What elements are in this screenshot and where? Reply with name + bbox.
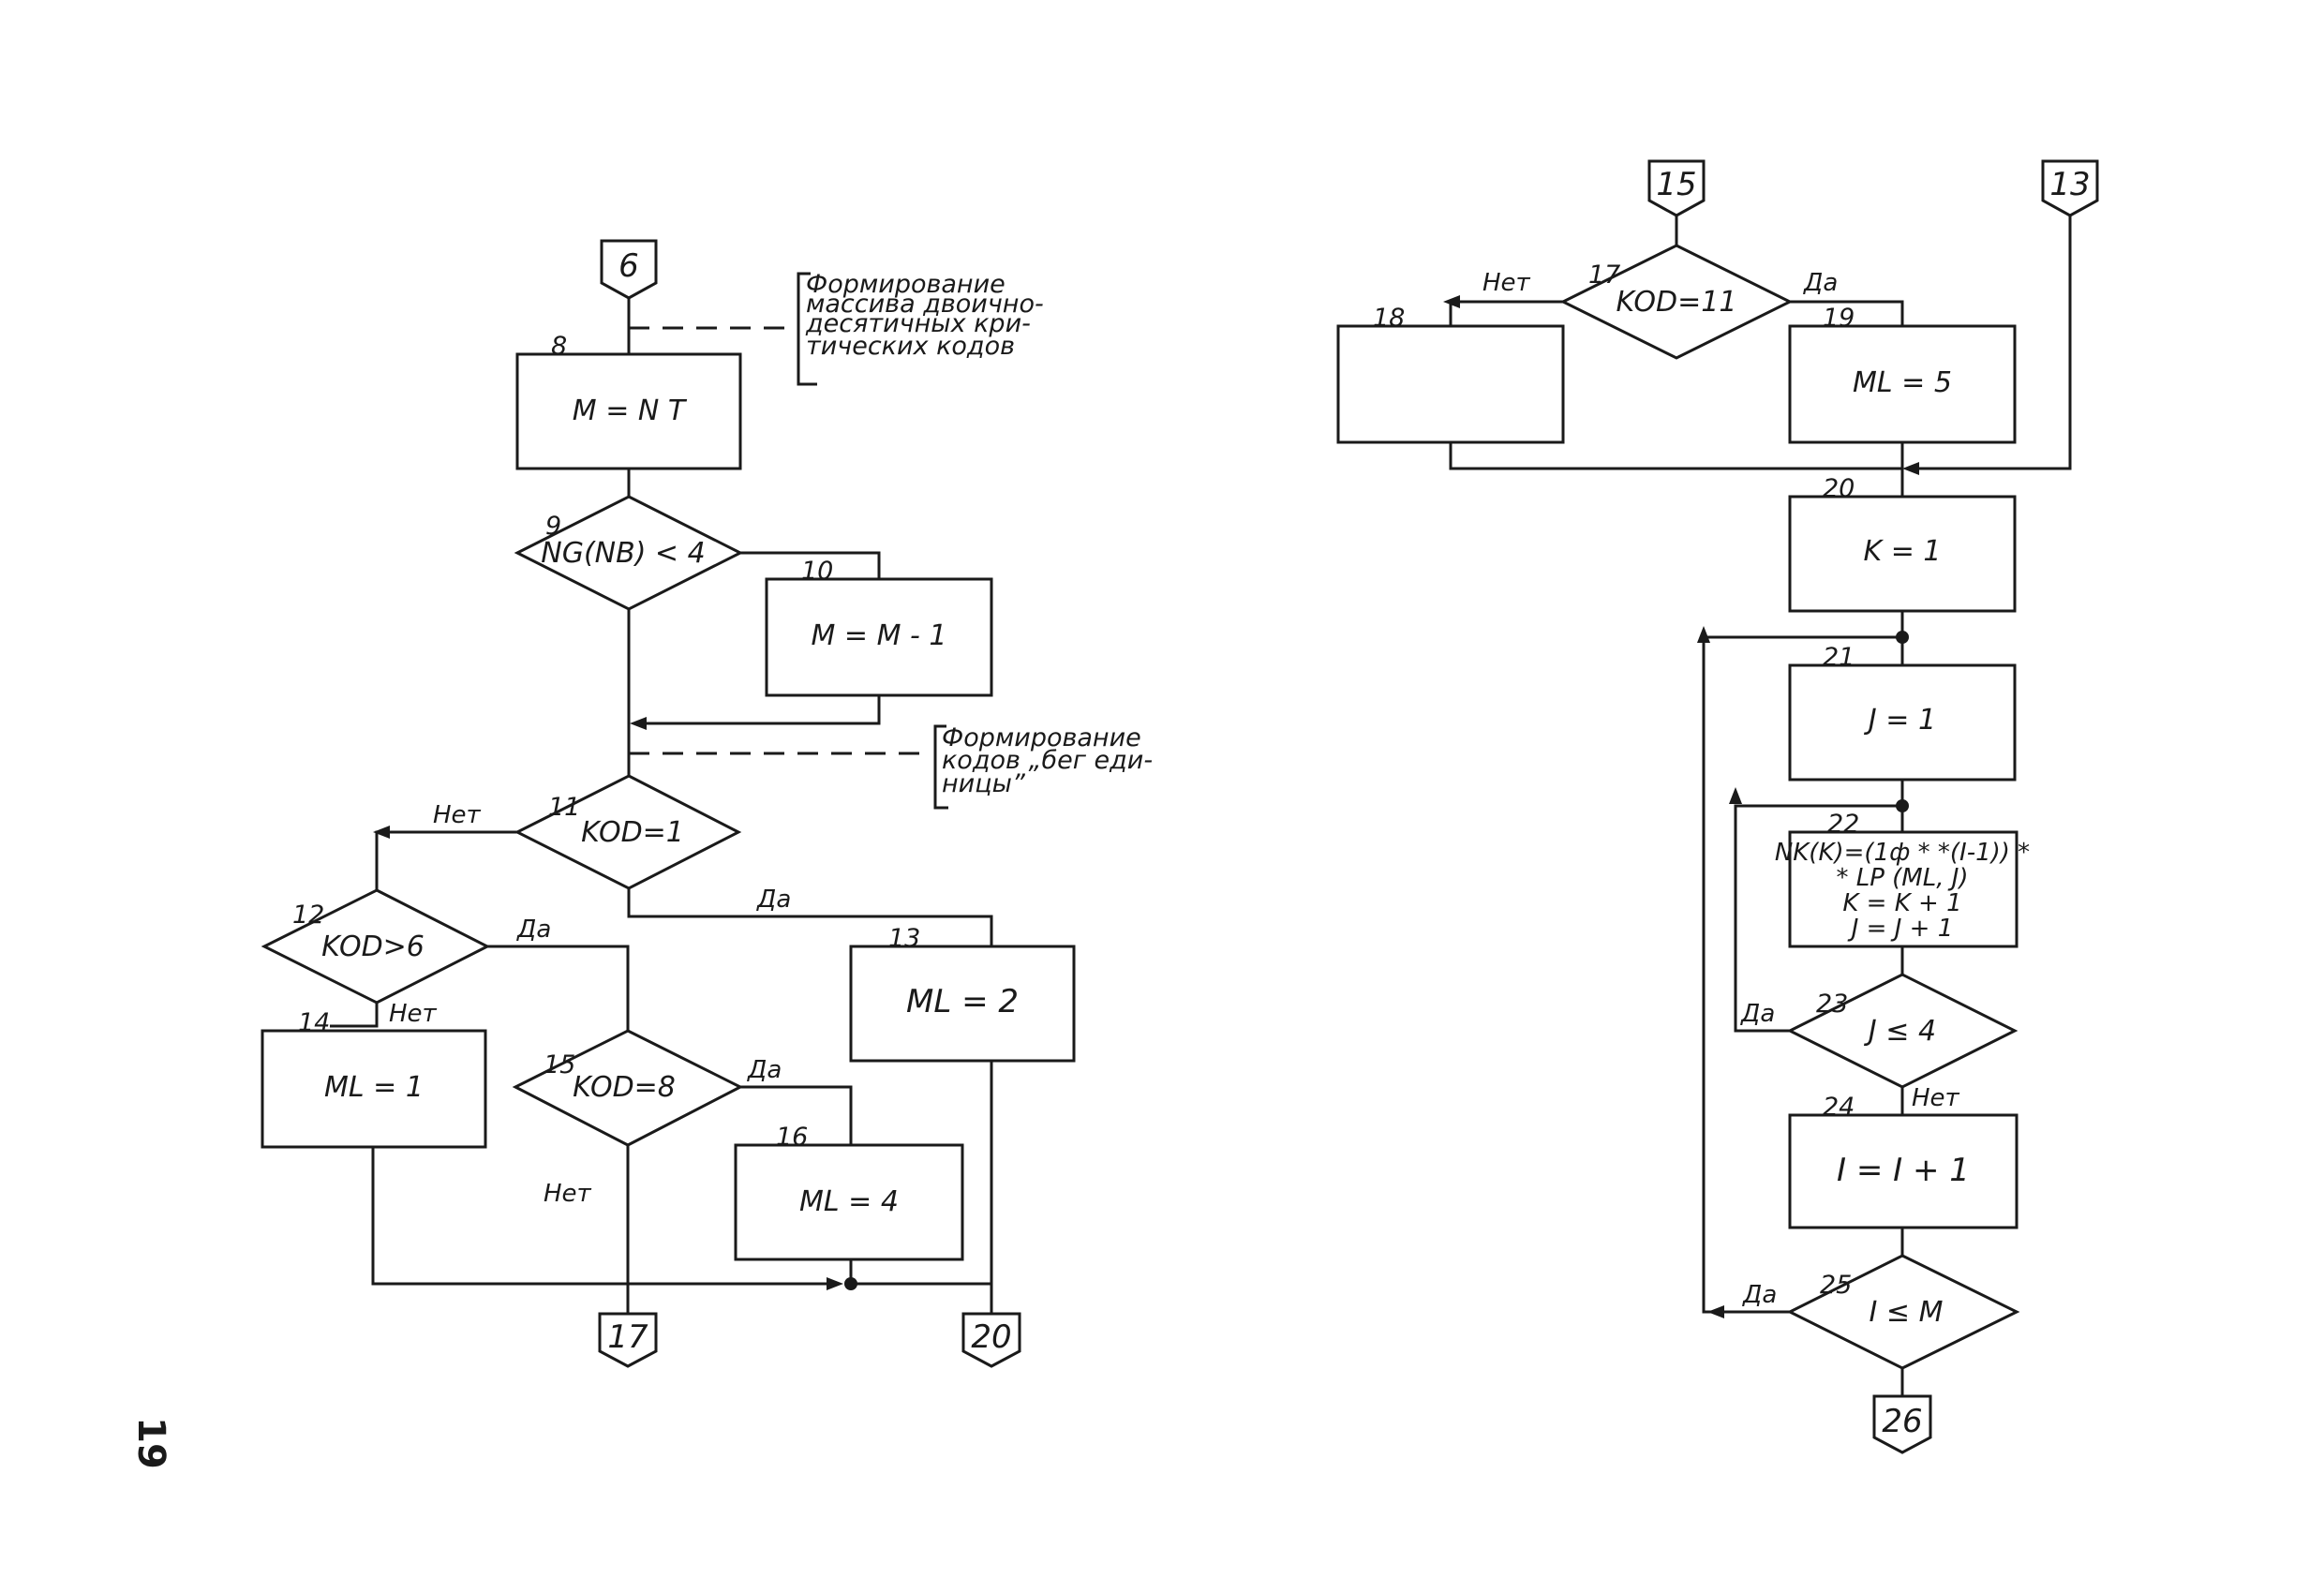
decision-25-yes-label: Да [1742,1281,1777,1309]
connector-13: 13 [2041,159,2099,217]
decision-23: 23 J ≤ 4 [1786,973,2019,1089]
note-2-line-1: Формирование [942,723,1141,752]
block-22-line-4: J = J + 1 [1847,915,1954,943]
decision-17-yes-label: Да [1803,269,1838,297]
decision-12-number: 12 [292,901,324,930]
block-18: 18 [1336,304,1565,444]
block-14-text: ML = 1 [324,1071,424,1104]
decision-23-yes-label: Да [1740,1000,1775,1028]
connector-6-label: 6 [618,247,639,285]
page-number: 19 [129,1417,172,1469]
decision-15-text: KOD=8 [573,1071,676,1104]
decision-25-number: 25 [1820,1271,1852,1300]
block-13: 13 ML = 2 [849,924,1076,1063]
decision-12: 12 KOD>6 [261,888,491,1005]
block-20: 20 K = 1 [1788,474,2017,613]
block-24-text: I = I + 1 [1837,1152,1970,1189]
block-21-text: J = 1 [1864,704,1936,737]
note-1-line-3: десятичных кри- [805,309,1031,338]
decision-17-number: 17 [1588,261,1620,290]
note-1-line-1: Формирование [806,270,1006,299]
note-2-line-3: ницы” [942,769,1026,798]
decision-11-yes-label: Да [756,886,791,914]
connector-13-label: 13 [2049,166,2090,203]
decision-11-no-label: Нет [433,801,482,829]
decision-17-text: KOD=11 [1616,286,1737,319]
connector-26: 26 [1872,1394,1932,1454]
connector-26-label: 26 [1882,1403,1922,1440]
decision-15-yes-label: Да [747,1056,782,1084]
decision-25-text: I ≤ M [1870,1296,1944,1329]
block-19-text: ML = 5 [1853,366,1952,399]
block-21: 21 J = 1 [1788,643,2017,782]
decision-15-number: 15 [544,1050,575,1079]
annotation-note-2: Формирование кодов „бег еди- ницы” [629,723,1153,810]
decision-12-no-label: Нет [389,1000,438,1028]
connector-20-label: 20 [971,1318,1011,1356]
decision-12-text: KOD>6 [321,930,425,963]
connector-6: 6 [600,239,658,300]
decision-23-no-label: Нет [1912,1084,1960,1112]
block-14: 14 ML = 1 [261,1008,487,1149]
decision-15-no-label: Нет [544,1180,592,1208]
block-16: 16 ML = 4 [734,1123,964,1261]
block-22-line-1: NK(K)=(1ф * *(I-1)) * [1775,839,2030,867]
decision-9-number: 9 [545,512,561,541]
decision-23-number: 23 [1816,990,1848,1019]
decision-17: 17 KOD=11 [1559,244,1794,360]
block-13-text: ML = 2 [906,983,1019,1020]
decision-11-text: KOD=1 [581,816,684,849]
note-1-line-4: тических кодов [806,332,1015,361]
decision-9: 9 NG(NB) < 4 [514,495,744,611]
decision-11: 11 KOD=1 [514,774,742,890]
block-24: 24 I = I + 1 [1788,1093,2019,1229]
decision-17-no-label: Нет [1482,269,1531,297]
block-10-text: M = M - 1 [812,619,947,652]
block-20-text: K = 1 [1864,535,1942,568]
block-10: 10 M = M - 1 [765,557,993,697]
connector-17: 17 [598,1312,658,1368]
block-22: 22 NK(K)=(1ф * *(I-1)) * * LP (ML, J) K … [1775,810,2030,948]
block-22-line-3: K = K + 1 [1842,889,1961,917]
decision-11-number: 11 [548,793,580,822]
note-1-line-2: массива двоично- [806,290,1044,319]
block-22-line-2: * LP (ML, J) [1836,864,1968,892]
decision-9-text: NG(NB) < 4 [541,537,705,570]
block-8: 8 M = N T [515,332,742,470]
decision-23-text: J ≤ 4 [1864,1015,1936,1048]
decision-12-yes-label: Да [516,916,551,944]
block-8-text: M = N T [573,395,688,427]
connector-15-label: 15 [1656,166,1696,203]
decision-15: 15 KOD=8 [512,1029,744,1147]
connector-20: 20 [961,1312,1021,1368]
connector-15: 15 [1647,159,1706,217]
connector-17-label: 17 [607,1318,648,1356]
block-16-text: ML = 4 [799,1185,899,1218]
note-2-line-2: кодов „бег еди- [942,746,1153,775]
decision-25: 25 I ≤ M [1786,1254,2020,1370]
annotation-note-1: Формирование массива двоично- десятичных… [629,270,1044,386]
